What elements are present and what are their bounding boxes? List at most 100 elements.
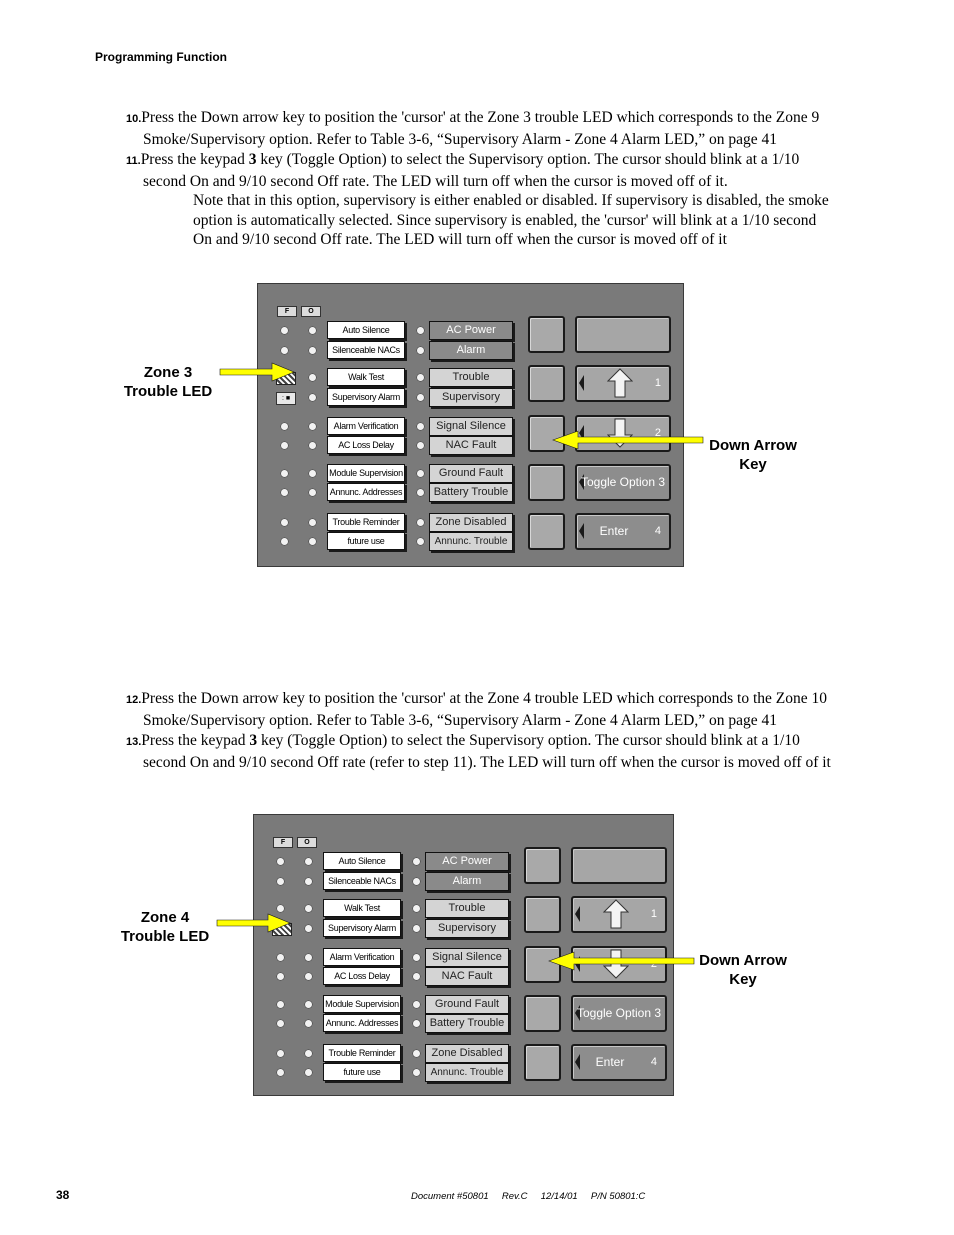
o-led — [308, 422, 317, 431]
keypad-blank-button[interactable] — [524, 896, 561, 933]
status-label: Alarm — [429, 341, 513, 360]
zone-option-label: Trouble Reminder — [327, 513, 405, 531]
keypad-blank-button[interactable] — [524, 995, 561, 1032]
status-label: Ground Fault — [429, 464, 513, 483]
note-paragraph: Note that in this option, supervisory is… — [193, 192, 829, 248]
indicator-led-small: : ■ — [276, 392, 296, 405]
zone-option-label: future use — [327, 532, 405, 550]
keypad-blank-button[interactable] — [528, 365, 565, 402]
status-led — [412, 1049, 421, 1058]
o-led — [308, 346, 317, 355]
status-label: NAC Fault — [429, 436, 513, 455]
document-footer: Document #50801 Rev.C 12/14/01 P/N 50801… — [411, 1191, 646, 1202]
f-led — [276, 1019, 285, 1028]
f-led — [280, 326, 289, 335]
keypad-blank-button[interactable] — [528, 513, 565, 550]
zone-option-label: Silenceable NACs — [323, 872, 401, 890]
zone-option-label: Auto Silence — [327, 321, 405, 339]
f-column-tag: F — [277, 306, 297, 317]
status-led — [416, 441, 425, 450]
keypad-blank-button[interactable] — [528, 316, 565, 353]
o-column-tag: O — [301, 306, 321, 317]
keypad-blank-button[interactable] — [528, 464, 565, 501]
o-led — [304, 924, 313, 933]
zone4-callout-label: Zone 4 Trouble LED — [115, 908, 215, 946]
status-led — [416, 488, 425, 497]
callout-line: Key — [739, 456, 767, 473]
down-arrow-callout-label: Down Arrow Key — [703, 436, 803, 474]
status-led — [412, 924, 421, 933]
zone-option-label: Alarm Verification — [323, 948, 401, 966]
keypad-blank-button[interactable] — [524, 946, 561, 983]
status-led — [412, 877, 421, 886]
up-arrow-key[interactable]: 1 — [575, 365, 671, 402]
status-led — [412, 904, 421, 913]
status-label: Alarm — [425, 872, 509, 891]
callout-line: Down Arrow — [699, 952, 787, 969]
left-triangle-icon — [575, 1005, 580, 1021]
zone-option-label: Auto Silence — [323, 852, 401, 870]
down-arrow-key-arrow-bottom — [548, 951, 695, 971]
step-text: Press the Down arrow key to position the… — [141, 109, 820, 148]
zone-option-label: Alarm Verification — [327, 417, 405, 435]
keypad-blank-button[interactable] — [524, 1044, 561, 1081]
toggle-option-key[interactable]: Toggle Option 3 — [571, 995, 667, 1032]
step-number: 13. — [126, 736, 142, 748]
running-header: Programming Function — [95, 50, 227, 64]
status-led — [412, 1000, 421, 1009]
up-arrow-key[interactable]: 1 — [571, 896, 667, 933]
o-led — [304, 1049, 313, 1058]
f-led — [276, 1000, 285, 1009]
o-led — [304, 972, 313, 981]
f-led — [280, 469, 289, 478]
left-triangle-icon — [579, 523, 584, 539]
o-led — [308, 469, 317, 478]
f-led — [280, 441, 289, 450]
status-label: Signal Silence — [425, 948, 509, 967]
up-arrow-icon — [603, 899, 629, 929]
status-led — [416, 518, 425, 527]
zone3-callout-label: Zone 3 Trouble LED — [118, 363, 218, 401]
status-label: Supervisory — [425, 919, 509, 938]
zone-option-label: Annunc. Addresses — [327, 483, 405, 501]
keypad-blank-button[interactable] — [524, 847, 561, 884]
o-led — [304, 1000, 313, 1009]
o-led — [308, 441, 317, 450]
status-label: Battery Trouble — [425, 1014, 509, 1033]
left-triangle-icon — [579, 474, 584, 490]
key-number: 3 — [249, 732, 258, 749]
keypad-blank-button[interactable] — [528, 415, 565, 452]
status-label: Annunc. Trouble — [425, 1063, 509, 1082]
o-led — [308, 488, 317, 497]
key-label: Enter — [599, 524, 629, 538]
callout-line: Down Arrow — [709, 437, 797, 454]
zone-option-label: AC Loss Delay — [327, 436, 405, 454]
zone-option-label: Supervisory Alarm — [323, 919, 401, 937]
status-label: Ground Fault — [425, 995, 509, 1014]
step-number: 10. — [126, 113, 142, 125]
callout-line: Key — [729, 971, 757, 988]
toggle-option-key[interactable]: Toggle Option 3 — [575, 464, 671, 501]
callout-line: Trouble LED — [120, 928, 210, 945]
key-number: 4 — [650, 1056, 657, 1068]
callout-line: Zone 3 — [143, 364, 193, 381]
status-led — [416, 469, 425, 478]
status-label: Annunc. Trouble — [429, 532, 513, 551]
step-text: Press the Down arrow key to position the… — [141, 690, 828, 729]
o-led — [308, 518, 317, 527]
f-led — [280, 518, 289, 527]
f-led — [276, 972, 285, 981]
status-led — [416, 393, 425, 402]
f-led — [276, 877, 285, 886]
step-text: Press the keypad — [141, 732, 250, 749]
callout-line: Zone 4 — [140, 909, 190, 926]
status-led — [412, 1019, 421, 1028]
step-text: key (Toggle Option) to select the Superv… — [143, 151, 800, 190]
zone-option-label: Walk Test — [323, 899, 401, 917]
status-label: Trouble — [425, 899, 509, 918]
left-triangle-icon — [579, 375, 584, 391]
status-led — [416, 373, 425, 382]
status-label: Zone Disabled — [429, 513, 513, 532]
